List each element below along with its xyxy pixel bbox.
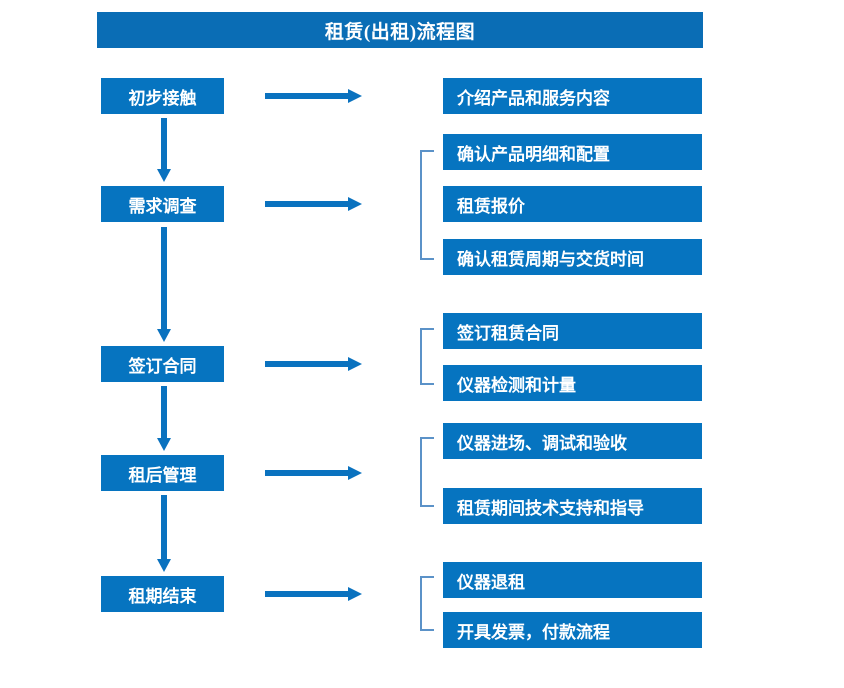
stage-box-sign-contract[interactable]: 签订合同 xyxy=(101,346,224,382)
vertical-arrow-shaft xyxy=(161,227,167,329)
vertical-arrow-1 xyxy=(157,118,171,182)
detail-box-confirm-specs[interactable]: 确认产品明细和配置 xyxy=(443,134,702,170)
horizontal-arrow-2 xyxy=(265,197,362,211)
horizontal-arrow-head xyxy=(348,466,362,480)
group-bracket-needs-survey xyxy=(420,150,434,260)
vertical-arrow-head xyxy=(157,169,171,182)
horizontal-arrow-shaft xyxy=(265,93,349,99)
detail-box-invoice-payment[interactable]: 开具发票，付款流程 xyxy=(443,612,702,648)
detail-box-introduce-products[interactable]: 介绍产品和服务内容 xyxy=(443,78,702,114)
detail-box-sign-rental-contract[interactable]: 签订租赁合同 xyxy=(443,313,702,349)
vertical-arrow-4 xyxy=(157,495,171,572)
detail-box-instrument-delivery[interactable]: 仪器进场、调试和验收 xyxy=(443,423,702,459)
stage-box-needs-survey[interactable]: 需求调查 xyxy=(101,186,224,222)
group-bracket-lease-end xyxy=(420,576,434,631)
vertical-arrow-head xyxy=(157,329,171,342)
vertical-arrow-shaft xyxy=(161,118,167,169)
detail-box-tech-support[interactable]: 租赁期间技术支持和指导 xyxy=(443,488,702,524)
horizontal-arrow-shaft xyxy=(265,361,349,367)
stage-box-lease-end[interactable]: 租期结束 xyxy=(101,576,224,612)
vertical-arrow-shaft xyxy=(161,495,167,559)
horizontal-arrow-shaft xyxy=(265,591,349,597)
stage-box-initial-contact[interactable]: 初步接触 xyxy=(101,78,224,114)
stage-box-post-rent-mgmt[interactable]: 租后管理 xyxy=(101,455,224,491)
detail-box-rental-quote[interactable]: 租赁报价 xyxy=(443,186,702,222)
vertical-arrow-head xyxy=(157,438,171,451)
vertical-arrow-shaft xyxy=(161,386,167,438)
horizontal-arrow-shaft xyxy=(265,201,349,207)
horizontal-arrow-3 xyxy=(265,357,362,371)
vertical-arrow-head xyxy=(157,559,171,572)
vertical-arrow-2 xyxy=(157,227,171,342)
horizontal-arrow-5 xyxy=(265,587,362,601)
vertical-arrow-3 xyxy=(157,386,171,451)
horizontal-arrow-head xyxy=(348,197,362,211)
detail-box-instrument-testing[interactable]: 仪器检测和计量 xyxy=(443,365,702,401)
group-bracket-sign-contract xyxy=(420,328,434,385)
horizontal-arrow-1 xyxy=(265,89,362,103)
detail-box-confirm-period[interactable]: 确认租赁周期与交货时间 xyxy=(443,239,702,275)
horizontal-arrow-head xyxy=(348,357,362,371)
detail-box-instrument-return[interactable]: 仪器退租 xyxy=(443,562,702,598)
horizontal-arrow-4 xyxy=(265,466,362,480)
page-title: 租赁(出租)流程图 xyxy=(97,12,703,48)
horizontal-arrow-head xyxy=(348,89,362,103)
group-bracket-post-rent-mgmt xyxy=(420,437,434,507)
horizontal-arrow-shaft xyxy=(265,470,349,476)
horizontal-arrow-head xyxy=(348,587,362,601)
